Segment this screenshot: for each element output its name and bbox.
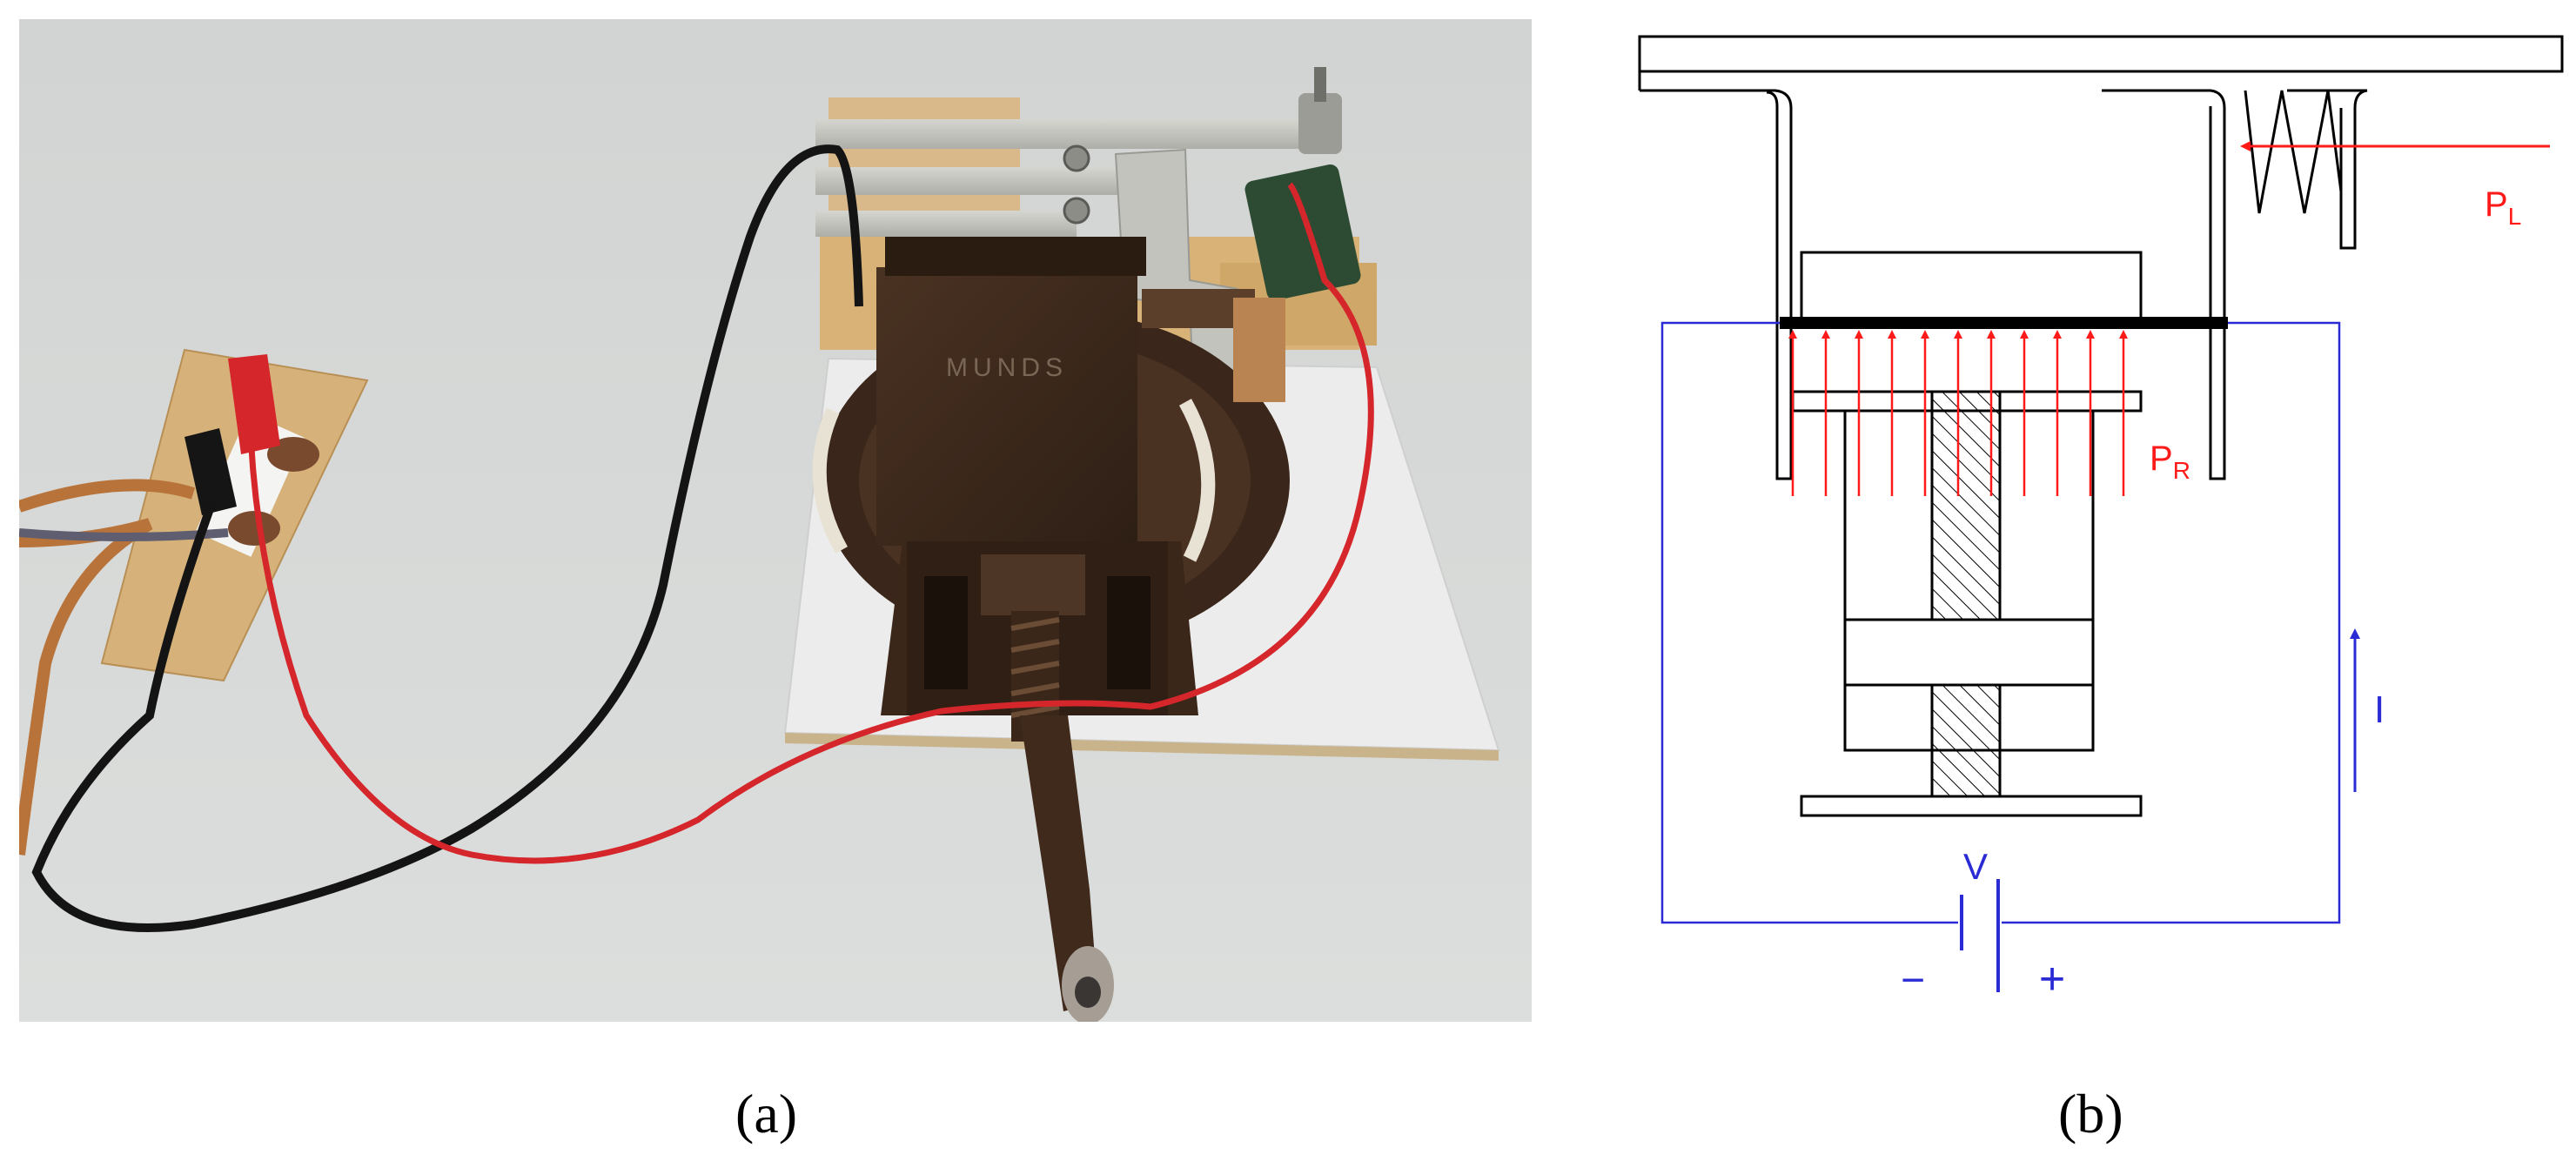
caption-b: (b) bbox=[2058, 1083, 2123, 1145]
adjuster-knob bbox=[1298, 93, 1342, 154]
vise-logo: MUNDS bbox=[946, 353, 1068, 382]
terminal-post bbox=[228, 511, 280, 546]
vise-slot-right bbox=[1178, 399, 1216, 562]
vise-slot-left bbox=[812, 407, 848, 554]
bolt-head bbox=[1063, 144, 1090, 172]
vise-fixed-jaw bbox=[876, 267, 1137, 546]
conductive-plate bbox=[1780, 317, 2228, 329]
vise-jaw-gap bbox=[924, 576, 968, 689]
vise-screw-nut bbox=[981, 554, 1085, 615]
aluminium-bar-top bbox=[815, 119, 1320, 149]
top-frame bbox=[1638, 35, 2564, 480]
lower-screw bbox=[1930, 683, 2002, 798]
white-board-edge bbox=[785, 733, 1499, 761]
red-wire bbox=[246, 182, 1374, 864]
black-wire bbox=[31, 144, 863, 932]
lateral-force-label: PL bbox=[2485, 185, 2521, 230]
red-crocodile-clip bbox=[228, 354, 280, 454]
schematic-panel-b: PL PR V − + I bbox=[1638, 35, 2564, 1004]
plus-sign: + bbox=[2039, 954, 2065, 1004]
aluminium-bar-mid bbox=[815, 167, 1146, 195]
vise-handle-hole bbox=[1075, 977, 1101, 1008]
upper-platen bbox=[1800, 251, 2143, 320]
vise-handle bbox=[1020, 715, 1098, 1011]
upper-screw bbox=[1930, 390, 2002, 621]
green-clamp bbox=[1244, 164, 1361, 301]
circuit-loop bbox=[1660, 321, 2341, 924]
pressure-label: PR bbox=[2150, 440, 2190, 484]
right-wall bbox=[2102, 89, 2368, 480]
spring bbox=[2244, 90, 2343, 214]
caption-a: (a) bbox=[735, 1083, 798, 1145]
vise-copper-plate bbox=[1233, 298, 1285, 402]
adjuster-spindle bbox=[1314, 67, 1326, 102]
black-crocodile-clip bbox=[184, 428, 237, 515]
pressure-arrows bbox=[1788, 330, 2128, 496]
photo-panel-a: MUNDS bbox=[19, 19, 1532, 1022]
bolt-head bbox=[1063, 197, 1090, 225]
voltage-label: V bbox=[1963, 846, 1988, 887]
vise-top-plate bbox=[885, 237, 1146, 276]
current-label: I bbox=[2374, 688, 2385, 731]
minus-sign: − bbox=[1901, 957, 1925, 1004]
vise-jaw-gap bbox=[1107, 576, 1150, 689]
